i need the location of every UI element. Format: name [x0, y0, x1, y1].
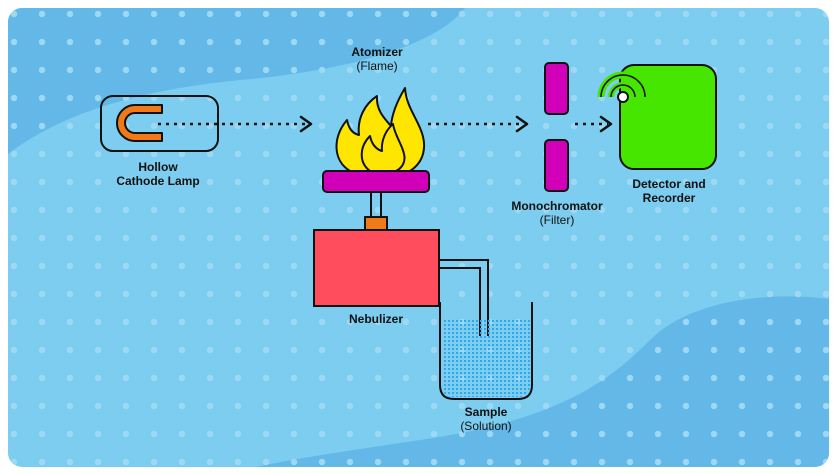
beam-arrow-3	[575, 115, 613, 133]
sample-label-line1: Sample	[465, 405, 508, 419]
sensor-icon	[597, 71, 649, 103]
nebulizer-icon	[313, 229, 440, 307]
hollow-cathode-lamp-icon	[100, 95, 219, 152]
monochromator-label-line1: Monochromator	[511, 199, 603, 213]
beam-arrow-1	[158, 115, 313, 133]
monochromator-icon	[544, 62, 569, 192]
sample-tube	[439, 259, 489, 336]
detector-label-line1: Detector and	[632, 177, 705, 191]
atomizer-label-line1: Atomizer	[351, 45, 403, 59]
beam-arrow-2	[428, 115, 529, 133]
monochromator-label-line2: (Filter)	[540, 213, 575, 227]
nebulizer-label: Nebulizer	[349, 312, 403, 326]
atomizer-label-line2: (Flame)	[356, 59, 397, 73]
detector-label-line2: Recorder	[643, 191, 696, 205]
burner-icon	[322, 170, 430, 193]
beaker-icon	[439, 302, 533, 400]
sample-label-line2: (Solution)	[460, 419, 511, 433]
lamp-label-line1: Hollow	[138, 160, 178, 174]
flame-icon	[335, 87, 426, 172]
lamp-label-line2: Cathode Lamp	[116, 174, 199, 188]
